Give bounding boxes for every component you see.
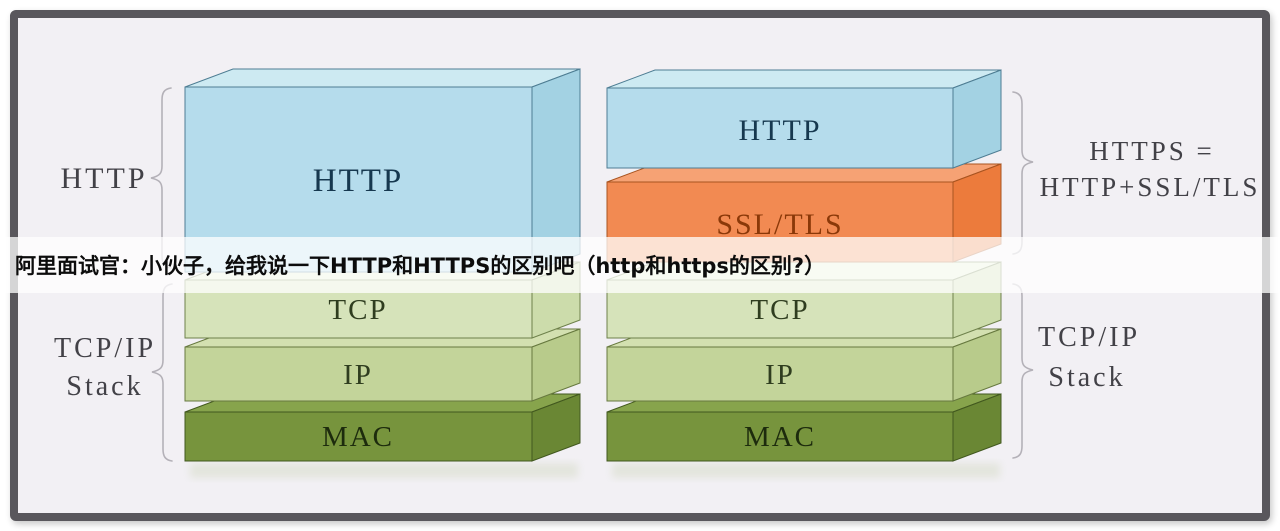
box-top-face (184, 68, 581, 88)
box-label-mac: MAC (322, 421, 394, 453)
box-front-face (184, 346, 533, 402)
box-front-face (184, 411, 533, 462)
box-front-face (606, 87, 954, 169)
caption-text: 阿里面试官：小伙子，给我说一下HTTP和HTTPS的区别吧（http和https… (15, 254, 826, 278)
right-https-brace (1012, 91, 1034, 255)
box-label-tcp: TCP (328, 294, 387, 326)
right-tcpip-label-line1: TCP/IP (1038, 322, 1140, 353)
box-mac-right: MAC (606, 393, 1002, 462)
box-ip-left: IP (184, 328, 581, 402)
box-label-tcp: TCP (750, 294, 809, 326)
left-tcpip-label-line2: Stack (66, 371, 143, 402)
left-http-label: HTTP (61, 162, 148, 195)
left-tcpip-label-line1: TCP/IP (54, 333, 156, 364)
box-front-face (606, 411, 954, 462)
box-top-face (606, 69, 1002, 89)
box-ip-right: IP (606, 328, 1002, 402)
box-mac-left: MAC (184, 393, 581, 462)
right-https-label-line1: HTTPS = (1089, 136, 1215, 166)
box-label-http: HTTP (313, 163, 404, 199)
box-front-face (606, 346, 954, 402)
box-label-ssl-tls: SSL/TLS (716, 208, 843, 241)
right-stack-reflection (612, 463, 1000, 478)
box-label-ip: IP (343, 359, 373, 391)
left-stack-reflection (190, 463, 578, 478)
box-label-http: HTTP (739, 114, 822, 147)
box-http-right: HTTP (606, 69, 1002, 169)
caption-band: 阿里面试官：小伙子，给我说一下HTTP和HTTPS的区别吧（http和https… (0, 237, 1280, 293)
right-https-label-line2: HTTP+SSL/TLS (1040, 172, 1261, 202)
box-label-mac: MAC (744, 421, 816, 453)
right-tcpip-label-line2: Stack (1048, 362, 1125, 393)
right-tcpip-brace (1012, 283, 1034, 459)
left-stack: MAC IP TCP HTTP (184, 68, 581, 462)
left-tcpip-brace (151, 283, 173, 462)
box-label-ip: IP (765, 359, 795, 391)
